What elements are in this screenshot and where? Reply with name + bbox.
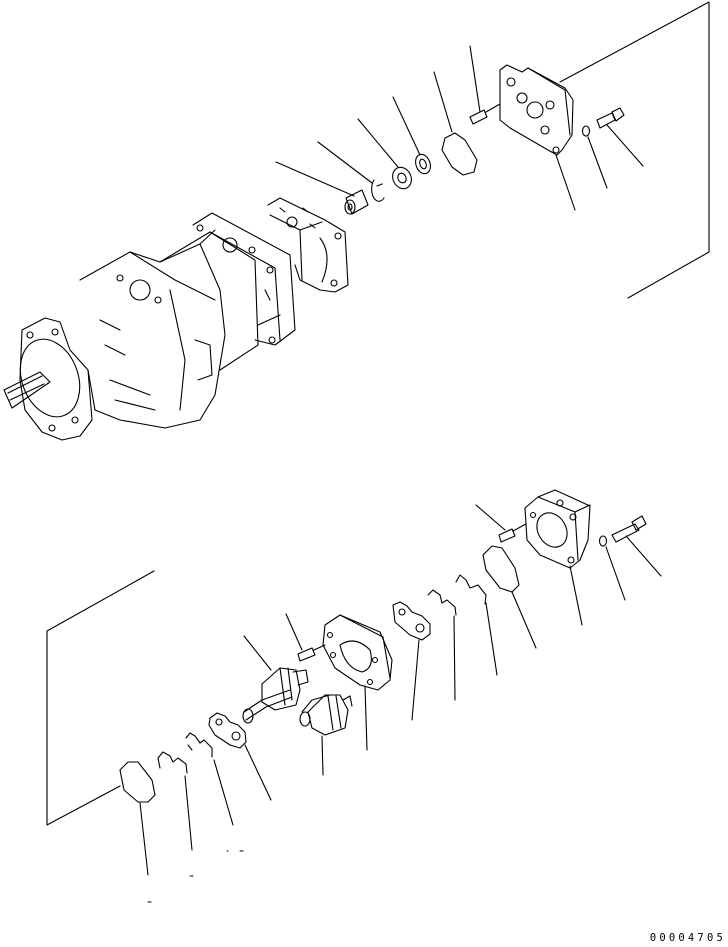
- section-boboundary-lower: [46, 570, 155, 826]
- spring-washer: [581, 125, 608, 189]
- side-plate: [208, 712, 272, 801]
- o-ring: [433, 71, 478, 176]
- driven-gear: [299, 694, 353, 776]
- drive-gear: [242, 635, 309, 724]
- reference-ticks: [147, 850, 244, 903]
- cover-plate: [499, 64, 576, 211]
- dowel-pin: [469, 45, 501, 125]
- lower-view: [46, 489, 662, 903]
- bolt: [611, 515, 662, 577]
- o-ring: [482, 545, 537, 649]
- end-cover: [524, 489, 591, 626]
- side-plate: [392, 601, 431, 721]
- gear-case: [322, 614, 393, 751]
- rear-gear-section: [267, 197, 349, 293]
- snap-ring: [317, 141, 385, 202]
- section-boundary-upper: [559, 1, 710, 299]
- seal: [185, 732, 234, 826]
- o-ring: [119, 761, 156, 876]
- bolt: [596, 107, 644, 167]
- figure-number: 00004705: [649, 932, 726, 944]
- washer: [392, 96, 431, 175]
- pump-main-body: [3, 212, 296, 441]
- upper-view: [3, 1, 710, 441]
- bearing: [357, 118, 412, 190]
- dowel-pin: [285, 613, 326, 662]
- dowel-pin: [475, 504, 527, 543]
- backup-seal: [157, 751, 193, 851]
- seal: [455, 574, 498, 676]
- spring-washer: [598, 535, 626, 601]
- collar-bushing: [275, 161, 369, 215]
- backup-seal: [427, 589, 457, 701]
